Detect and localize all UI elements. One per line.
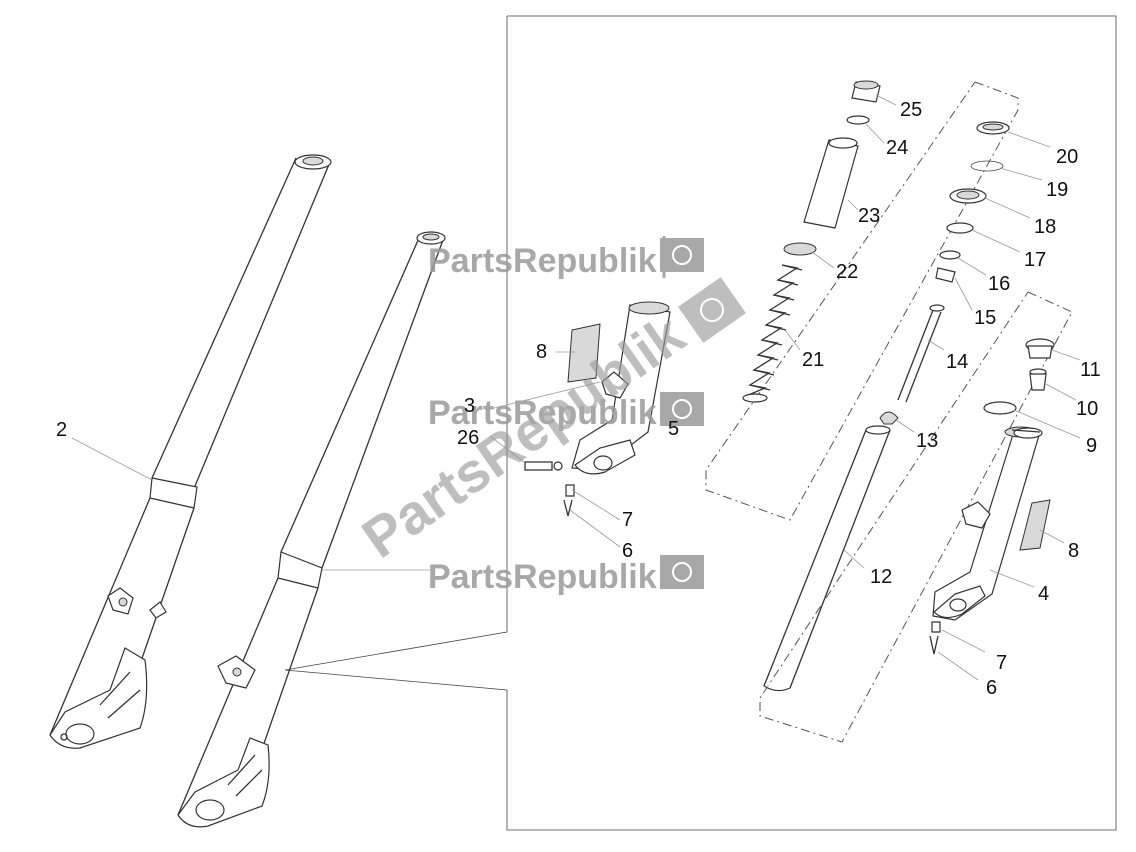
- label-part-3: 3: [464, 395, 475, 417]
- label-part-26: 26: [457, 427, 479, 449]
- label-part-20: 20: [1056, 146, 1078, 168]
- label-part-6-left: 6: [622, 540, 633, 562]
- fork-leg-left: [49, 154, 332, 749]
- watermark-layer: PartsRepublik PartsRepublik PartsRepubli…: [351, 236, 746, 596]
- watermark-text-1: PartsRepublik: [428, 242, 657, 280]
- label-part-5: 5: [668, 418, 679, 440]
- watermark-text-diagonal: PartsRepublik: [351, 302, 696, 570]
- label-part-12: 12: [870, 566, 892, 588]
- lower-leg-detail-right: [929, 338, 1055, 655]
- explode-envelope-spring: [705, 81, 1019, 521]
- inner-tube: [763, 425, 891, 692]
- label-part-8-left: 8: [536, 341, 547, 363]
- label-part-23: 23: [858, 205, 880, 227]
- label-part-7-left: 7: [622, 509, 633, 531]
- label-part-7-right: 7: [996, 652, 1007, 674]
- label-part-19: 19: [1046, 179, 1068, 201]
- label-part-15: 15: [974, 307, 996, 329]
- watermark-text-2: PartsRepublik: [428, 394, 657, 432]
- watermark-text-3: PartsRepublik: [428, 558, 657, 596]
- part-labels: 2 3 26 5 8 7 6 25 24 23 22 21 20 19 18 1…: [56, 99, 1101, 699]
- label-part-21: 21: [802, 349, 824, 371]
- fork-leg-right: [177, 231, 446, 828]
- detail-frame: [284, 15, 1117, 831]
- label-part-13: 13: [916, 430, 938, 452]
- gear-icon: [660, 555, 704, 589]
- label-part-14: 14: [946, 351, 968, 373]
- leader-lines: [71, 94, 1081, 681]
- gear-icon: [678, 277, 746, 343]
- lower-leg-detail-left: [524, 301, 671, 517]
- label-part-22: 22: [836, 261, 858, 283]
- damper-cap: [983, 401, 1017, 415]
- explode-envelope-tube: [759, 291, 1073, 743]
- label-part-9: 9: [1086, 435, 1097, 457]
- label-part-2: 2: [56, 419, 67, 441]
- label-part-10: 10: [1076, 398, 1098, 420]
- label-part-17: 17: [1024, 249, 1046, 271]
- label-part-8-right: 8: [1068, 540, 1079, 562]
- gear-icon: [660, 236, 704, 278]
- label-part-16: 16: [988, 273, 1010, 295]
- gear-icon: [660, 392, 704, 426]
- label-part-11: 11: [1080, 359, 1101, 381]
- label-part-18: 18: [1034, 216, 1056, 238]
- label-part-25: 25: [900, 99, 922, 121]
- spring-group: [742, 80, 1010, 425]
- label-part-6-right: 6: [986, 677, 997, 699]
- label-part-4: 4: [1038, 583, 1049, 605]
- label-part-24: 24: [886, 137, 908, 159]
